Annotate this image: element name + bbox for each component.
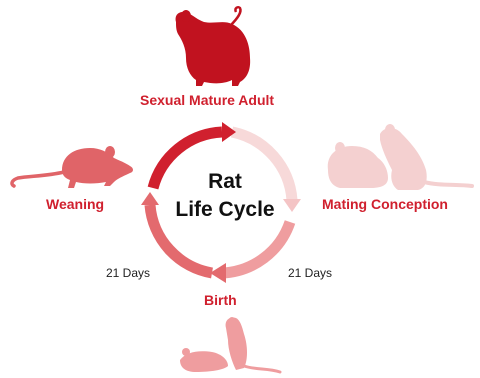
center-title-line1: Rat xyxy=(150,168,300,196)
birth-rats-icon xyxy=(180,317,280,372)
adult-rat-icon xyxy=(176,7,251,86)
center-title-line2: Life Cycle xyxy=(150,196,300,224)
stage-label-adult: Sexual Mature Adult xyxy=(140,92,274,108)
stage-label-birth: Birth xyxy=(204,292,237,308)
cycle-center-title: Rat Life Cycle xyxy=(150,168,300,224)
duration-left: 21 Days xyxy=(106,266,150,280)
mating-rats-icon xyxy=(328,124,472,190)
weaning-rat-icon xyxy=(12,146,133,188)
arrowhead-top xyxy=(222,122,236,142)
arrowhead-bottom xyxy=(210,263,226,283)
stage-label-mating: Mating Conception xyxy=(322,196,448,212)
stage-label-weaning: Weaning xyxy=(46,196,104,212)
arc-bottom-right xyxy=(222,222,290,273)
duration-right: 21 Days xyxy=(288,266,332,280)
